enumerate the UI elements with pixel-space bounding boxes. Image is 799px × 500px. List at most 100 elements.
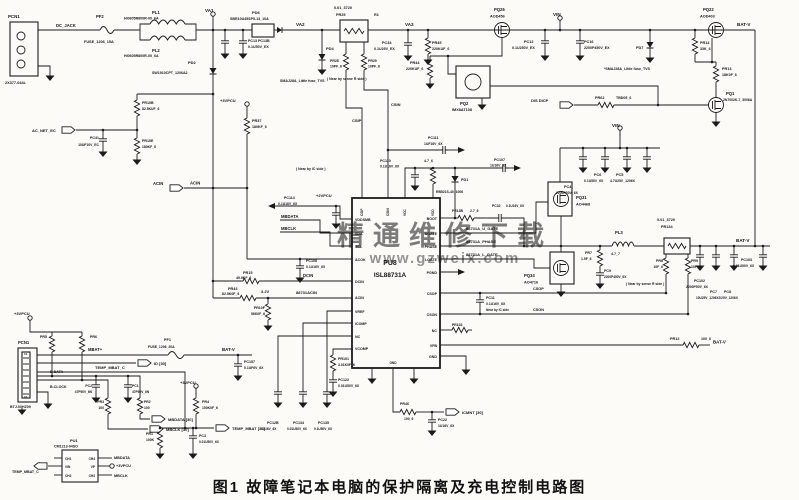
wire — [326, 310, 352, 389]
diode — [318, 54, 326, 60]
label: 10UF10V_EC — [78, 143, 99, 147]
label: VP — [91, 465, 96, 469]
label: PQ34 — [524, 273, 535, 278]
mosfet — [712, 100, 721, 110]
junction-dot — [334, 204, 338, 208]
label: PR43 — [228, 287, 238, 291]
label: 10 — [24, 395, 28, 399]
label: 0.1U16V_6X — [306, 265, 326, 269]
label: 47P50V_6N — [132, 390, 150, 394]
capacitor — [579, 154, 587, 162]
junction-dot — [223, 28, 227, 32]
label: PQ22 — [703, 7, 714, 12]
ground-icon — [600, 167, 610, 173]
ground-icon — [427, 430, 437, 436]
label: +3VPCU — [220, 98, 236, 103]
junction-dot — [386, 148, 390, 152]
junction-dot — [693, 28, 697, 32]
figure-caption: 图1 故障笔记本电脑的保护隔离及充电控制电路图 — [212, 479, 587, 496]
resistor — [596, 249, 604, 267]
label: 1U16V_6X — [490, 164, 507, 168]
junction-dot — [578, 28, 582, 32]
junction-dot — [211, 279, 215, 283]
ground-icon — [17, 409, 27, 415]
ground-icon — [188, 453, 198, 459]
ground-icon — [729, 265, 739, 271]
resistor — [264, 303, 272, 321]
wire — [280, 219, 352, 234]
junction-dot — [645, 146, 649, 150]
ground-icon — [695, 265, 705, 271]
label: GND — [389, 361, 397, 365]
label: 1.5F_6 — [581, 257, 592, 261]
capacitor — [440, 146, 448, 154]
label: 10F_6 — [653, 265, 663, 269]
wire — [37, 379, 109, 398]
label: 100 — [98, 406, 104, 410]
diode — [209, 68, 217, 74]
label: VDD — [431, 209, 435, 216]
junction-dot — [558, 28, 562, 32]
label: ( Near by sense R side ) — [327, 77, 367, 81]
label: MBDATA — [281, 214, 299, 219]
label: 88731A_U_GATE — [466, 226, 498, 231]
label: VIN — [65, 465, 71, 469]
label: 100_6 — [404, 417, 414, 421]
label: PC110 — [380, 159, 391, 163]
ground-icon — [622, 167, 632, 173]
label: +3VPCU — [116, 464, 131, 468]
capacitor — [496, 214, 504, 222]
wire — [37, 371, 186, 428]
label: 2X377-044L — [5, 81, 27, 85]
wire — [332, 348, 352, 355]
junction-dot — [320, 28, 324, 32]
junction-dot — [298, 257, 302, 261]
junction-dot — [158, 426, 162, 430]
ground-icon — [758, 265, 768, 271]
label: 0.01U50V_6X — [199, 440, 220, 444]
capacitor — [92, 382, 100, 390]
ground-icon — [595, 283, 605, 289]
label: PC9 — [604, 269, 611, 273]
label: 0.1UF6V_6X — [244, 366, 264, 370]
diode — [277, 27, 282, 33]
label: VA1 — [205, 8, 214, 13]
resistor — [239, 294, 257, 302]
junction-dot — [80, 378, 84, 382]
component-box — [455, 65, 491, 99]
ground-icon — [295, 277, 305, 283]
capacitor — [124, 382, 132, 390]
label: PC107 — [494, 158, 505, 162]
resistor — [104, 397, 112, 415]
junction-dot — [446, 54, 450, 58]
ground-icon — [123, 397, 133, 403]
label: PR10E — [142, 139, 154, 143]
label: TEMP_MBAT_C — [12, 470, 39, 474]
label: 0.1U50V_6X — [584, 179, 604, 183]
label: PR10F — [254, 306, 266, 310]
ground-icon — [403, 55, 413, 61]
resistor — [457, 214, 475, 222]
label: VIN — [553, 12, 561, 17]
mosfet — [708, 22, 724, 38]
label: SDA — [355, 232, 363, 236]
label: MBDATA [30] — [168, 417, 193, 422]
resistor — [78, 335, 86, 353]
fuse — [99, 26, 115, 34]
junction-dot — [241, 28, 245, 32]
label: PR5 — [40, 335, 47, 339]
label: 180KF_6 — [252, 125, 267, 129]
arrow-icon — [458, 147, 465, 153]
label: +2VPCU — [316, 193, 332, 198]
label: PC41 — [90, 136, 99, 140]
component-box — [21, 351, 31, 399]
wire — [504, 217, 525, 246]
circle-mark — [16, 45, 26, 55]
ground-icon — [45, 75, 55, 81]
label: 100K — [146, 438, 155, 442]
label: DCIN — [303, 273, 313, 278]
ground-icon — [233, 375, 243, 381]
junction-dot — [211, 186, 215, 190]
label: VREF — [355, 310, 365, 314]
label: PR28 — [330, 59, 339, 63]
